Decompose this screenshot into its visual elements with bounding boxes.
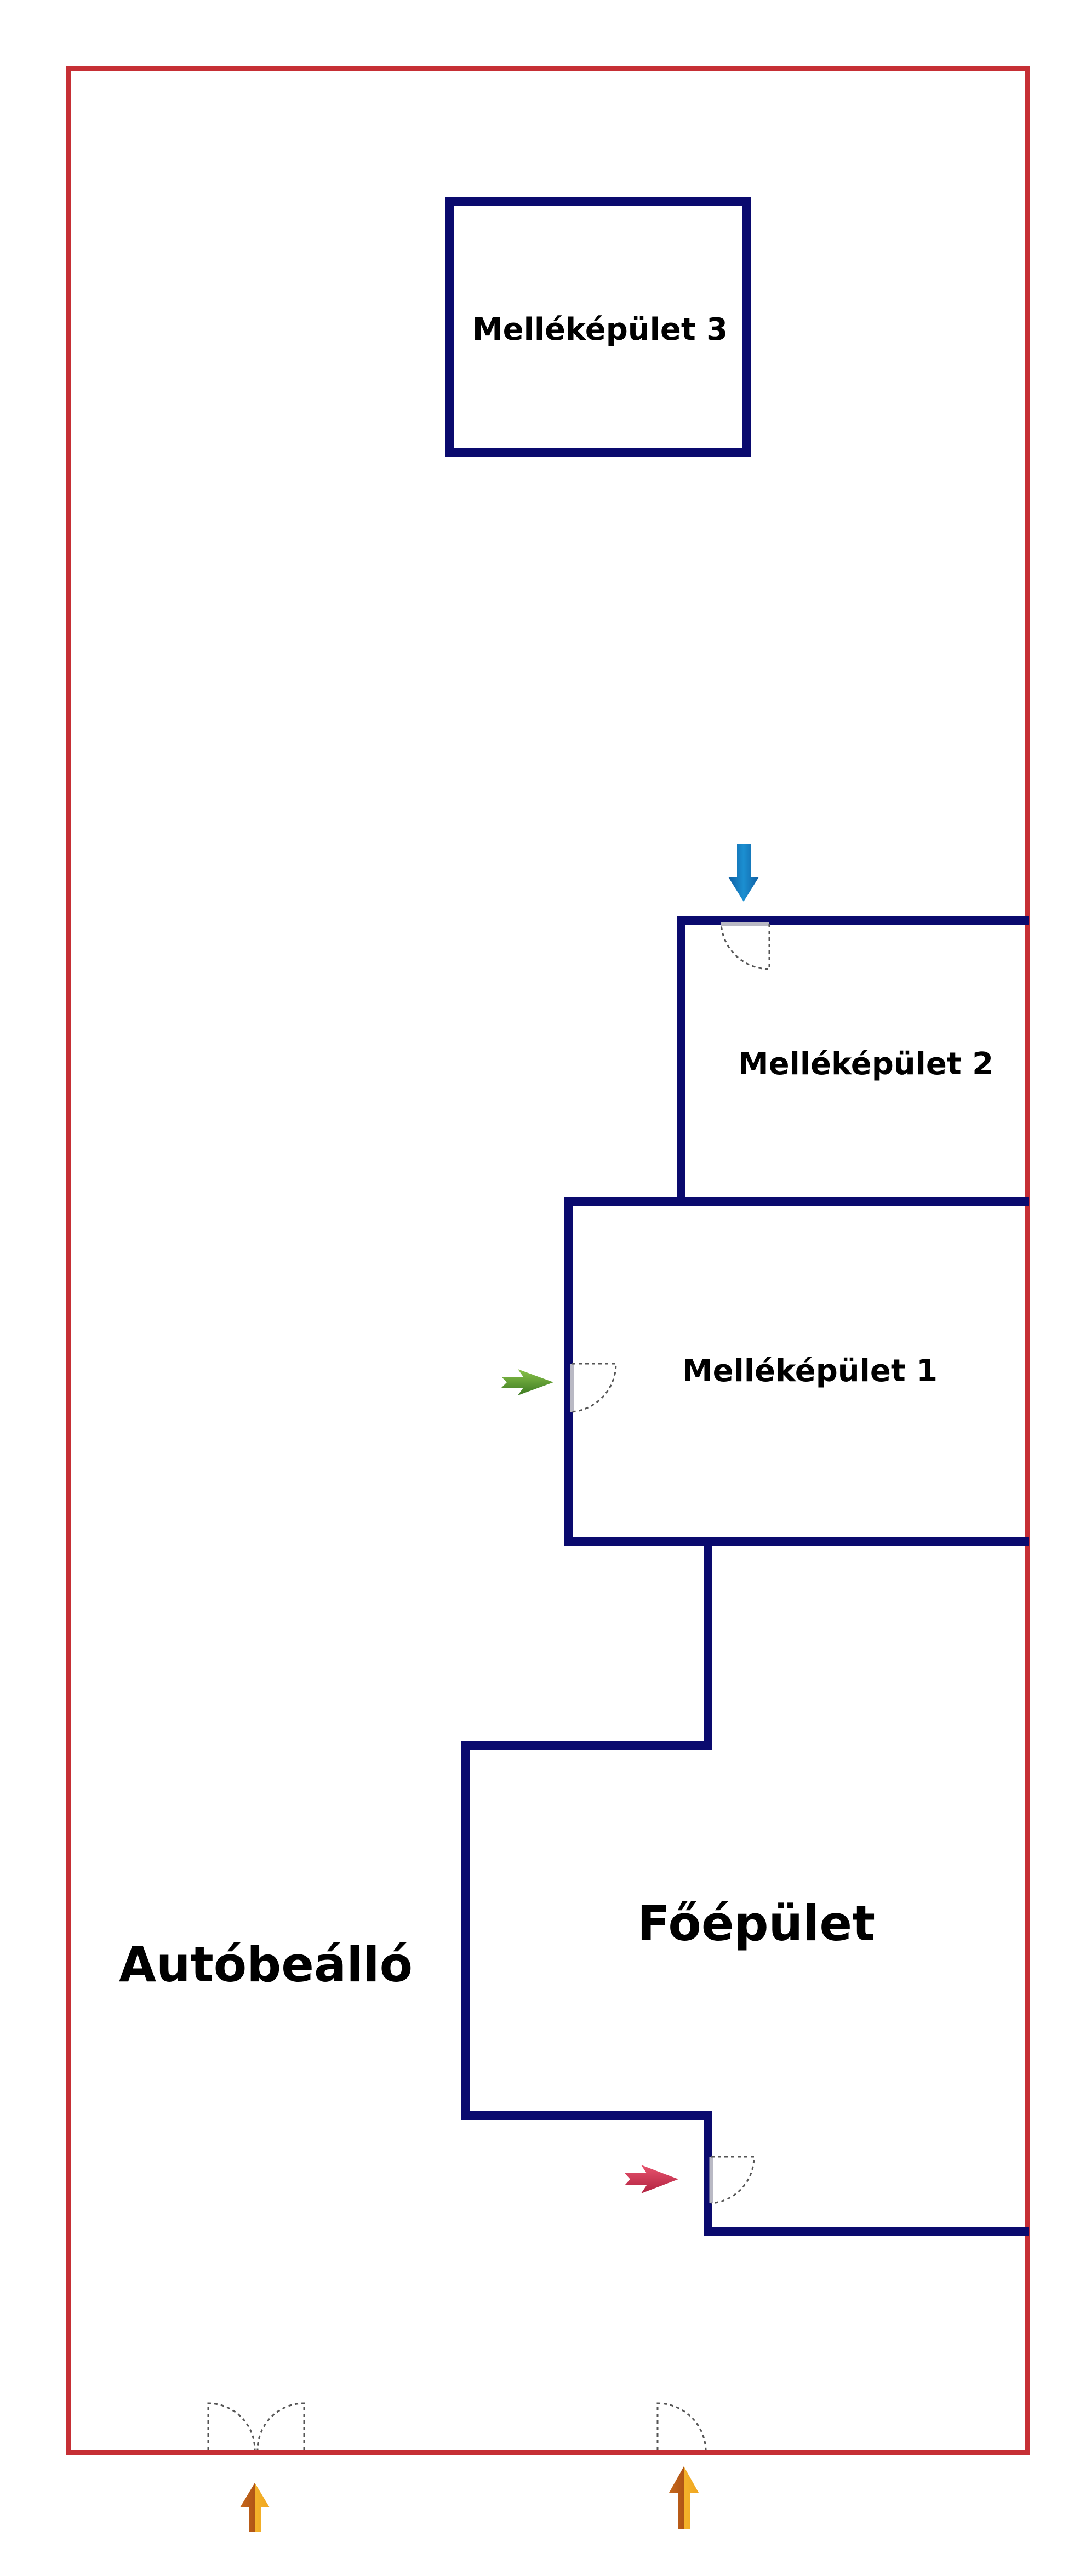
building-3-walls (445, 197, 751, 457)
arrow-right-icon (501, 1369, 553, 1395)
door-icon (207, 2402, 305, 2450)
plot-boundary (66, 66, 1030, 2455)
building-1-walls (564, 1197, 1029, 1546)
carport-label: Autóbeálló (119, 1936, 413, 1993)
arrow-up-icon (240, 2483, 270, 2532)
door-icon (720, 922, 770, 970)
door-icon (570, 1363, 617, 1413)
building-1-label: Melléképület 1 (682, 1353, 938, 1389)
building-3-label: Melléképület 3 (472, 312, 728, 347)
arrow-right-icon (625, 2165, 678, 2193)
main-building-walls (461, 1541, 1029, 2236)
door-icon (709, 2156, 755, 2204)
building-2-label: Melléképület 2 (738, 1046, 993, 1082)
building-2-walls (677, 916, 1029, 1201)
arrow-down-icon (728, 844, 759, 902)
arrow-up-icon (669, 2466, 699, 2529)
door-icon (656, 2402, 707, 2450)
main-building-label: Főépület (637, 1895, 875, 1952)
